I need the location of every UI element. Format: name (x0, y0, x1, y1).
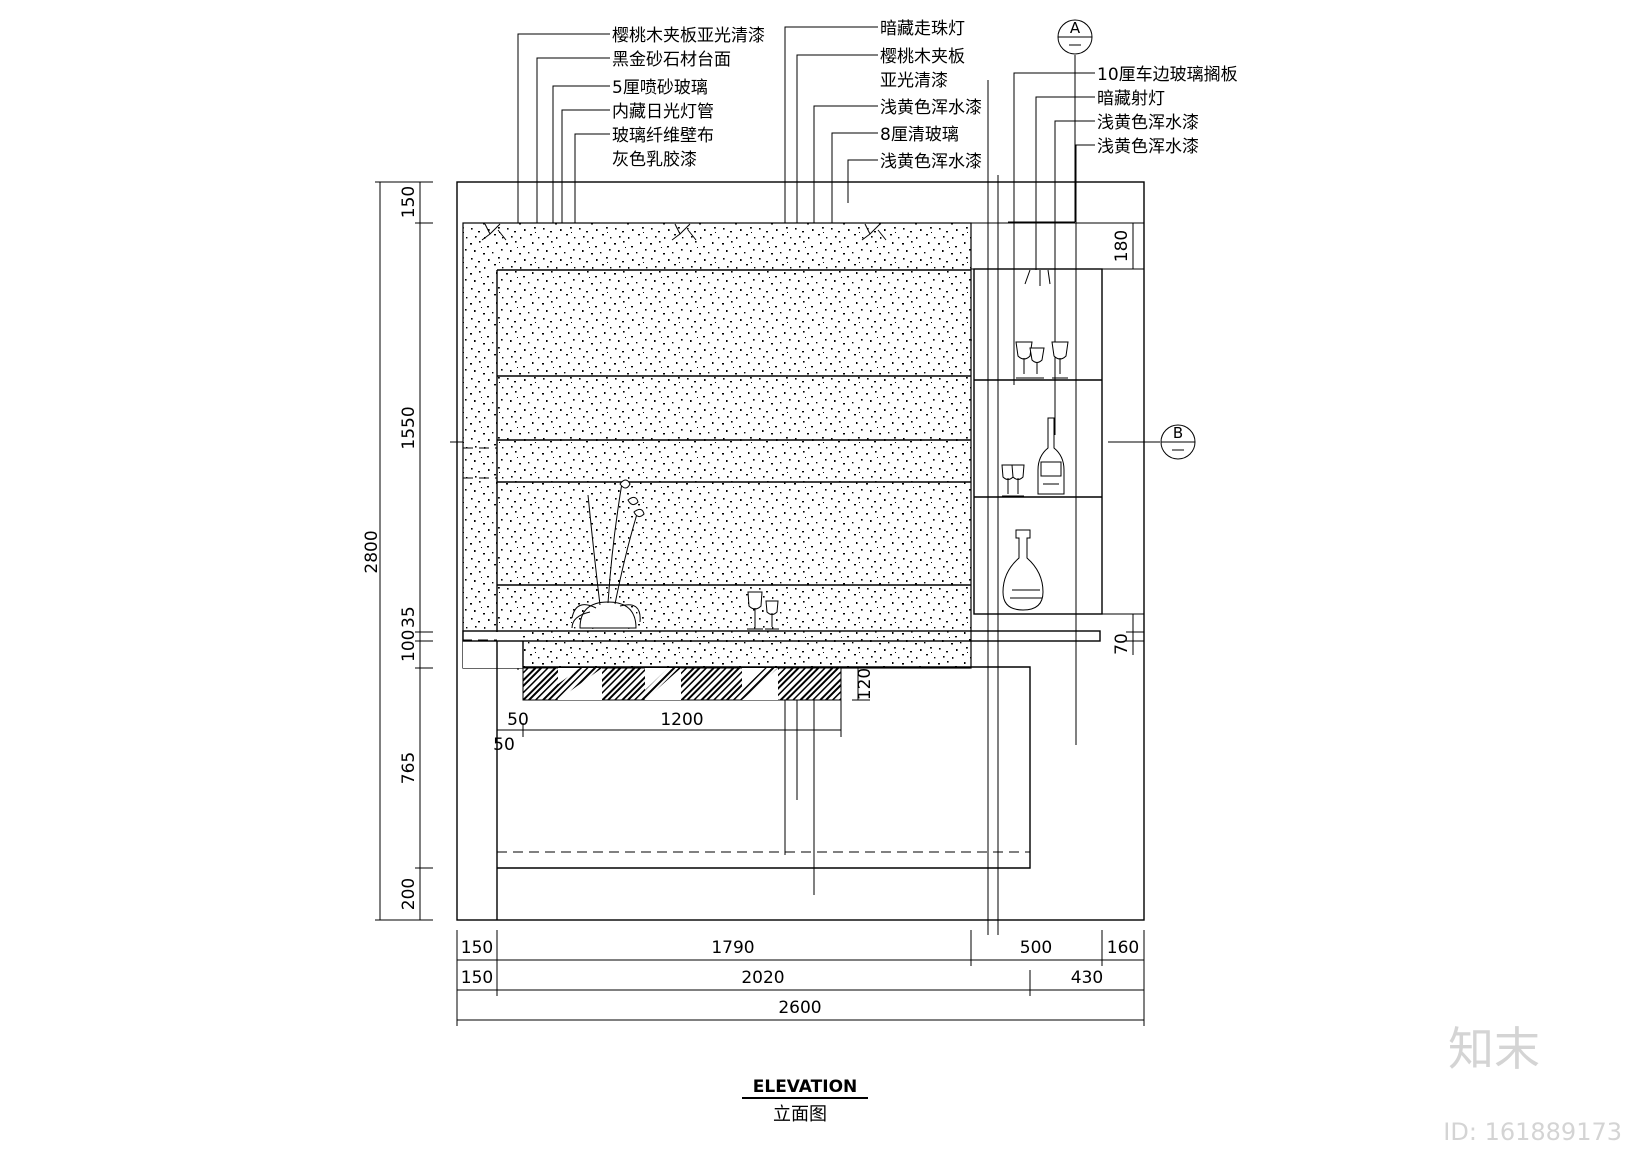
dim-bottom-160: 160 (1107, 938, 1139, 958)
callouts-left: 樱桃木夹板亚光清漆 黑金砂石材台面 5厘喷砂玻璃 内藏日光灯管 玻璃纤维壁布 灰… (612, 26, 765, 170)
callout-hidden-lamp: 暗藏走珠灯 (880, 19, 965, 39)
right-dimensions: 180 70 120 (852, 222, 1144, 701)
watermark: 知末 ID: 161889173 (1443, 1022, 1622, 1146)
dim-left-150: 150 (399, 186, 419, 218)
callout-glass-shelf: 10厘车边玻璃搁板 (1097, 65, 1238, 85)
callout-clear-glass: 8厘清玻璃 (880, 125, 959, 145)
dim-inner-50b: 50 (493, 735, 515, 755)
callouts-right: 10厘车边玻璃搁板 暗藏射灯 浅黄色浑水漆 浅黄色浑水漆 (1097, 65, 1238, 157)
dim-left-total: 2800 (362, 530, 382, 573)
dim-bottom-total: 2600 (778, 998, 821, 1018)
callout-light-yellow-paint: 浅黄色浑水漆 (880, 98, 982, 118)
orchid-plant (571, 479, 645, 629)
title-chinese: 立面图 (773, 1104, 827, 1125)
callout-light-yellow-paint-3: 浅黄色浑水漆 (1097, 113, 1199, 133)
dim-left-1550: 1550 (399, 406, 419, 449)
callouts-middle: 暗藏走珠灯 樱桃木夹板 亚光清漆 浅黄色浑水漆 8厘清玻璃 浅黄色浑水漆 (880, 19, 982, 172)
dim-left-100: 100 (399, 630, 419, 662)
dim-bottom-150b: 150 (461, 968, 493, 988)
dim-inner-1200: 1200 (660, 710, 703, 730)
dim-right-180: 180 (1112, 230, 1132, 262)
dim-inner-50a: 50 (507, 710, 529, 730)
callout-stone-countertop: 黑金砂石材台面 (612, 50, 731, 70)
section-label-a: A (1070, 19, 1081, 37)
dim-bottom-430: 430 (1071, 968, 1103, 988)
dim-left-200: 200 (399, 878, 419, 910)
stone-panel (462, 222, 972, 669)
counter-wine-glasses (747, 591, 779, 630)
inner-dimensions: 50 1200 50 (493, 700, 842, 755)
dim-bottom-1790: 1790 (711, 938, 754, 958)
dim-left-765: 765 (399, 752, 419, 784)
dim-bottom-500: 500 (1020, 938, 1052, 958)
section-marker-a: A (1008, 19, 1093, 223)
section-label-b: B (1173, 424, 1183, 442)
wall-elevation (456, 181, 1145, 921)
dim-bottom-2020: 2020 (741, 968, 784, 988)
title-elevation: ELEVATION (753, 1077, 858, 1097)
callout-grey-latex-paint: 灰色乳胶漆 (612, 150, 697, 170)
callout-cherry-plywood: 樱桃木夹板亚光清漆 (612, 26, 765, 46)
watermark-id: ID: 161889173 (1443, 1118, 1622, 1146)
watermark-logo: 知末 (1448, 1022, 1540, 1076)
dim-right-70: 70 (1112, 633, 1132, 655)
wine-bottle (1037, 417, 1065, 495)
dim-right-120: 120 (855, 668, 875, 700)
wine-glasses-top (1015, 341, 1069, 379)
callout-cherry-plywood-2: 樱桃木夹板 (880, 47, 965, 67)
callout-fiberglass-cloth: 玻璃纤维壁布 (612, 126, 714, 146)
dim-left-35: 35 (399, 606, 419, 628)
bottom-dimensions: 150 1790 500 160 150 2020 430 2600 (456, 930, 1145, 1026)
wine-glasses-middle (1001, 464, 1025, 497)
drawing-title: ELEVATION 立面图 (742, 1077, 868, 1125)
ceiling-spotlights (481, 223, 1051, 286)
callout-sandblast-glass: 5厘喷砂玻璃 (612, 78, 708, 98)
callout-light-yellow-paint-2: 浅黄色浑水漆 (880, 152, 982, 172)
countertop (462, 630, 1101, 642)
callout-fluorescent-tube: 内藏日光灯管 (612, 102, 714, 122)
callout-hidden-spotlight: 暗藏射灯 (1097, 89, 1165, 109)
callout-matte-varnish: 亚光清漆 (880, 71, 948, 91)
dim-bottom-150a: 150 (461, 938, 493, 958)
outer-frame (456, 181, 1145, 921)
callout-light-yellow-paint-4: 浅黄色浑水漆 (1097, 137, 1199, 157)
display-cabinet (973, 268, 1103, 615)
decanter (1002, 529, 1044, 611)
left-dimensions: 2800 150 1550 100 35 765 200 (362, 181, 433, 921)
